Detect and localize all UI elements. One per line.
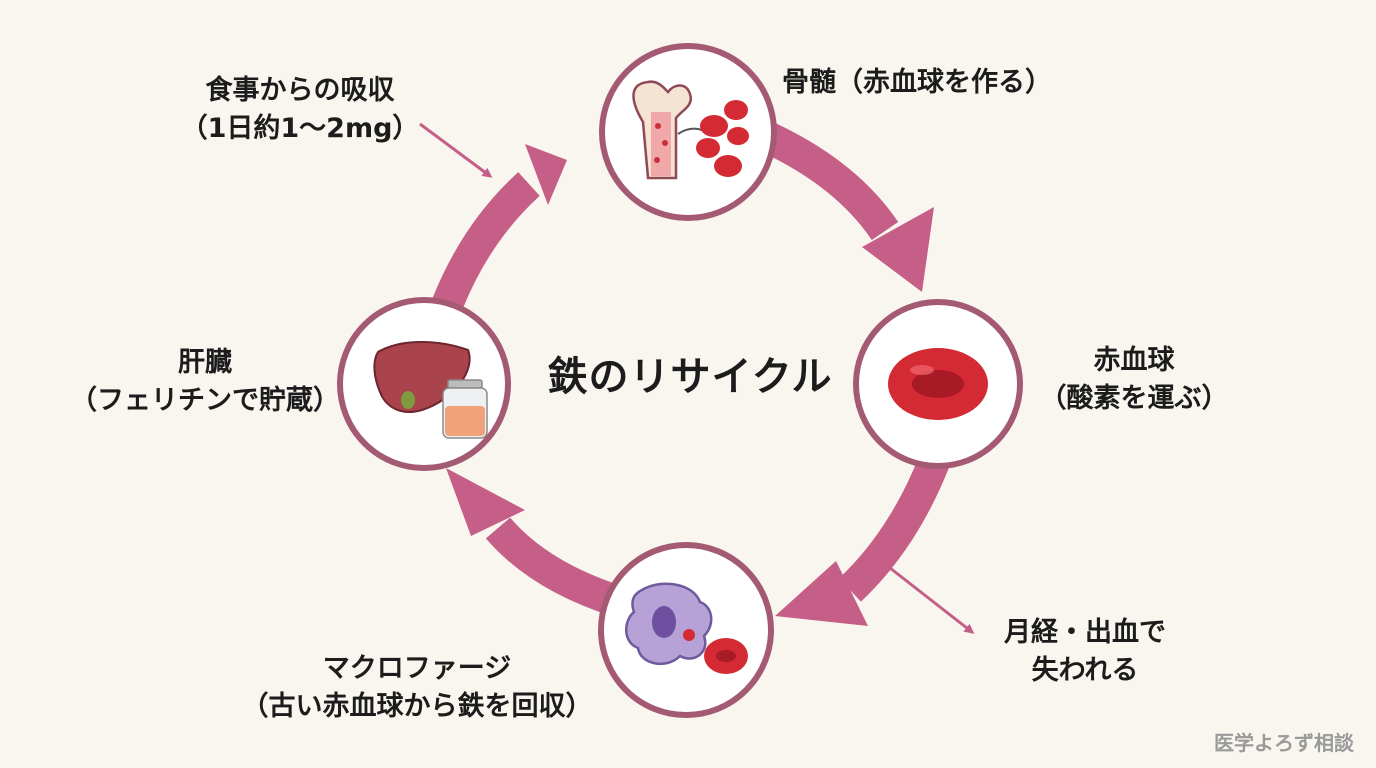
inflow-arrow [419,122,493,178]
inflow-label-line1: 食事からの吸収 [205,75,395,106]
red-blood-cell-label-line1: 赤血球 [1093,345,1175,376]
inflow-label-line2: （1日約1〜2mg） [180,113,420,144]
watermark: 医学よろず相談 [1214,731,1354,755]
red-blood-cell-icon [888,348,988,420]
outflow-arrow [889,566,975,634]
red-blood-cell-node [853,299,1023,469]
red-blood-cell-label: 赤血球 （酸素を運ぶ） [1034,342,1234,418]
cycle-arrow-liver-to-marrow [432,144,567,311]
inflow-label: 食事からの吸収 （1日約1〜2mg） [170,72,430,148]
liver-node [337,297,511,471]
outflow-label: 月経・出血で 失われる [980,614,1190,690]
red-blood-cell-label-line2: （酸素を運ぶ） [1039,383,1229,414]
bone-marrow-label: 骨髄（赤血球を作る） [782,67,1052,98]
macrophage-label: マクロファージ （古い赤血球から鉄を回収） [222,650,612,726]
macrophage-label-line1: マクロファージ [322,653,512,684]
liver-label: 肝臓 （フェリチンで貯蔵） [60,344,350,420]
center-title: 鉄のリサイクル [547,354,833,400]
ferritin-jar-icon [442,379,488,439]
liver-label-line1: 肝臓 [178,347,232,378]
cycle-arrow-rbc-to-macrophage [775,456,949,626]
bone-icon [632,80,703,180]
macrophage-label-line2: （古い赤血球から鉄を回収） [241,691,593,722]
cycle-arrow-marrow-to-rbc [756,120,934,292]
macrophage-node [598,542,774,718]
outflow-label-line1: 月経・出血で [1004,617,1166,648]
macrophage-cell-icon [625,582,713,666]
outflow-label-line2: 失われる [1031,655,1139,686]
red-blood-cells-icon [696,100,749,177]
liver-label-line2: （フェリチンで貯蔵） [70,385,340,416]
cycle-arrow-macrophage-to-liver [446,468,625,618]
red-blood-cell-icon [704,638,748,674]
bone-marrow-node [599,43,777,221]
